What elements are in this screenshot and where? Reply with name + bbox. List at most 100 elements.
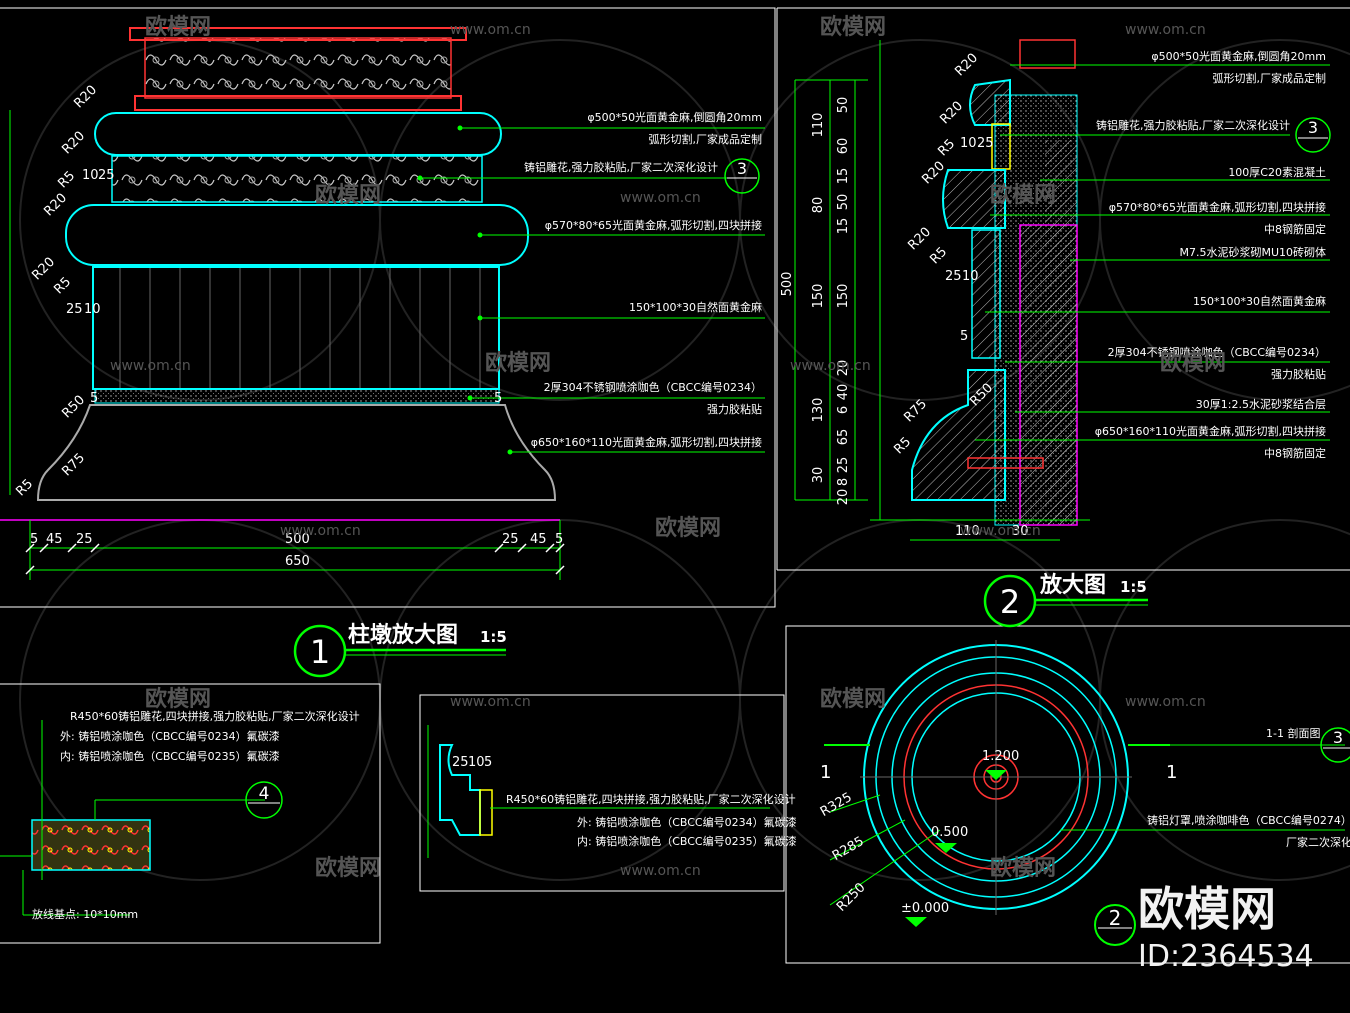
note-d1-6: 强力胶粘贴 — [707, 402, 762, 416]
dim-d2-bottom-0: 110 — [955, 524, 980, 539]
note-d2-11: φ650*160*110光面黄金麻,弧形切割,四块拼接 — [1095, 424, 1326, 438]
dim-d1-5: 5 — [494, 391, 502, 406]
note-d1-5: 2厚304不锈钢喷涂咖色（CBCC编号0234） — [544, 380, 762, 394]
detail2-callout: 3 — [1295, 117, 1331, 153]
detail1-radii: R20 R20 R5 R20 R20 R5 R50 R75 R5 — [13, 83, 100, 500]
watermark-url-4: www.om.cn — [110, 358, 191, 374]
radius-d1-7: R75 — [59, 451, 88, 480]
detail2-title-block: 2 放大图 1:5 — [983, 572, 1148, 628]
dim-d5-2: 5 — [484, 755, 492, 770]
dim-bottom-3: 500 — [285, 532, 310, 547]
watermark-brand-2: 欧模网 — [820, 14, 886, 40]
detail3-callout: 3 2 — [1094, 727, 1350, 946]
watermark-brand-9: 欧模网 — [820, 686, 886, 712]
watermark-url-9: www.om.cn — [1125, 694, 1206, 710]
detail4-texts: R450*60铸铝雕花,四块拼接,强力胶粘贴,厂家二次深化设计 外: 铸铝喷涂咖… — [32, 709, 360, 921]
note-d4-0: R450*60铸铝雕花,四块拼接,强力胶粘贴,厂家二次深化设计 — [70, 709, 360, 723]
radius-d2-5: R5 — [927, 244, 950, 267]
detail1-small-dims: 10 25 25 10 5 5 — [66, 168, 502, 406]
radius-d2-8: R5 — [891, 434, 914, 457]
radius-d1-6: R50 — [59, 393, 88, 422]
dim-d2-left2-3: 130 — [811, 398, 826, 423]
dim-d5-0: 25 — [452, 755, 469, 770]
radius-d1-4: R20 — [29, 255, 58, 284]
detail1-bottom-dims: 5 45 25 500 25 45 5 650 — [30, 532, 563, 569]
radius-d2-0: R20 — [952, 51, 981, 80]
callout-d2-number: 3 — [1308, 118, 1318, 137]
detail2-left-dims: 50 60 15 50 15 150 20 40 6 65 25 8 20 11… — [780, 97, 1029, 539]
pedestal-section — [794, 39, 1330, 541]
radius-d1-1: R20 — [59, 129, 88, 158]
watermark-brand-1: 欧模网 — [145, 14, 211, 40]
dim-d2-total: 500 — [780, 272, 795, 297]
watermark-brand-4: 欧模网 — [990, 182, 1056, 208]
dim-d2-left-9: 65 — [836, 429, 851, 446]
dim-d2-left2-1: 80 — [811, 197, 826, 214]
dim-d2-left2-2: 150 — [811, 284, 826, 309]
dim-bottom-5: 45 — [530, 532, 547, 547]
dim-d2-2: 25 — [945, 269, 962, 284]
dim-d2-left-7: 40 — [836, 384, 851, 401]
watermark-url-2: www.om.cn — [1125, 22, 1206, 38]
note-d1-4: 150*100*30自然面黄金麻 — [629, 300, 762, 314]
detail1-callout: 3 — [724, 158, 760, 194]
dim-bottom-1: 45 — [46, 532, 63, 547]
watermark-url-6: www.om.cn — [280, 523, 361, 539]
dim-d1-0: 10 — [82, 168, 99, 183]
note-d2-6: M7.5水泥砂浆砌MU10砖砌体 — [1179, 245, 1326, 259]
dim-d1-3: 10 — [84, 302, 101, 317]
dim-d2-left-10: 25 — [836, 457, 851, 474]
note-d4-1: 外: 铸铝喷涂咖色（CBCC编号0234）氟碳漆 — [60, 729, 280, 743]
title-d1-number: 1 — [310, 633, 330, 671]
watermark-brand-7: 欧模网 — [655, 515, 721, 541]
detail2-small-dims: 10 25 25 10 5 — [945, 136, 994, 344]
dim-d2-left-0: 50 — [836, 97, 851, 114]
callout-d4-number: 4 — [259, 784, 270, 804]
brand-stamp: 欧模网 ID:2364534 — [1138, 882, 1314, 974]
radius-d2-1: R20 — [937, 99, 966, 128]
note-d3-1: 厂家二次深化设计 — [1286, 835, 1350, 849]
note-d5-0: R450*60铸铝雕花,四块拼接,强力胶粘贴,厂家二次深化设计 — [506, 792, 796, 806]
detail4-callout: 4 — [245, 781, 283, 819]
note-d2-8: 2厚304不锈钢喷涂咖色（CBCC编号0234） — [1108, 345, 1326, 359]
section-mark-left: 1 — [820, 762, 831, 783]
dim-d2-left-3: 50 — [836, 194, 851, 211]
watermark-url-8: www.om.cn — [450, 694, 531, 710]
dim-d1-4: 5 — [90, 391, 98, 406]
note-d4-bottom: 放线基点: 10*10mm — [32, 907, 138, 921]
watermark-brand-8: 欧模网 — [145, 686, 211, 712]
radius-d3-0: R325 — [818, 790, 855, 820]
dim-d2-left2-0: 110 — [811, 113, 826, 138]
radius-d1-2: R5 — [55, 168, 78, 191]
note-d1-1: 弧形切割,厂家成品定制 — [649, 132, 763, 146]
dim-bottom-total: 650 — [285, 554, 310, 569]
dim-d1-1: 25 — [98, 168, 115, 183]
profile-detail — [427, 725, 770, 858]
note-d2-7: 150*100*30自然面黄金麻 — [1193, 294, 1326, 308]
note-d4-2: 内: 铸铝喷涂咖色（CBCC编号0235）氟碳漆 — [60, 749, 280, 763]
watermark-url-1: www.om.cn — [450, 22, 531, 38]
dim-d2-left-2: 15 — [836, 168, 851, 185]
detail1-title-block: 1 柱墩放大图 1:5 — [293, 622, 507, 678]
callout-d3-number: 3 — [1333, 728, 1343, 747]
note-d2-3: 100厚C20素混凝土 — [1228, 165, 1326, 179]
dim-bottom-6: 5 — [555, 532, 563, 547]
detail2-notes: φ500*50光面黄金麻,倒圆角20mm 弧形切割,厂家成品定制 铸铝雕花,强力… — [1095, 49, 1326, 460]
dim-bottom-4: 25 — [502, 532, 519, 547]
pedestal-elevation — [0, 27, 765, 580]
watermark-brand-3: 欧模网 — [315, 182, 381, 208]
brand-id: ID:2364534 — [1138, 939, 1314, 974]
dim-d1-2: 25 — [66, 302, 83, 317]
note-d2-0: φ500*50光面黄金麻,倒圆角20mm — [1151, 49, 1326, 63]
title-d1: 柱墩放大图 — [348, 622, 458, 648]
dim-d2-left-11: 8 — [836, 478, 851, 486]
dim-d2-1: 25 — [977, 136, 994, 151]
radius-d1-3: R20 — [41, 191, 70, 220]
level-d3-0: 1.200 — [982, 749, 1019, 764]
level-d3-1: 0.500 — [931, 825, 968, 840]
detail5-texts: 25 10 5 R450*60铸铝雕花,四块拼接,强力胶粘贴,厂家二次深化设计 … — [452, 755, 797, 848]
note-d2-12: 中8钢筋固定 — [1264, 446, 1326, 460]
detail1-notes: φ500*50光面黄金麻,倒圆角20mm 弧形切割,厂家成品定制 铸铝雕花,强力… — [524, 110, 762, 449]
watermark-url-5: www.om.cn — [790, 358, 871, 374]
note-d5-2: 内: 铸铝喷涂咖色（CBCC编号0235）氟碳漆 — [577, 834, 797, 848]
